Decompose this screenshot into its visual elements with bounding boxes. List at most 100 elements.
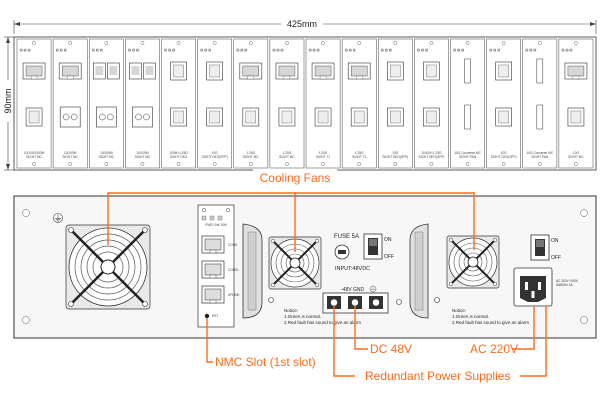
notice-line: 1.Green is normal.: [284, 314, 321, 319]
led-icon: [208, 48, 211, 52]
screw-icon: [538, 41, 542, 45]
dc-power-switch[interactable]: [363, 233, 383, 260]
led-icon: [344, 48, 348, 52]
screw-icon: [22, 209, 30, 217]
led-icon: [168, 48, 171, 52]
ac-power-inlet[interactable]: [513, 267, 553, 307]
screw-icon: [140, 41, 145, 45]
notice-ac: Notice: 1.Green is normal. 2.Red fault h…: [452, 308, 529, 325]
screw-icon: [104, 162, 109, 166]
dc-terminal-block[interactable]: [322, 292, 389, 314]
screw-icon: [574, 162, 578, 166]
screw-icon: [580, 316, 588, 324]
led-icon: [561, 48, 565, 52]
height-label: 90mm: [3, 88, 13, 113]
nmc-slot-card: PWR LNK 10M CONS CONSL UPLINK RST: [197, 204, 240, 328]
screw-icon: [249, 41, 253, 45]
led-icon: [276, 48, 280, 52]
led-icon: [425, 48, 428, 52]
screw-icon: [393, 162, 398, 166]
slot-opening-icon: [536, 104, 544, 130]
screw-icon: [396, 299, 402, 305]
cooling-fan-3: [446, 235, 500, 289]
callout-dc-48v: DC 48V: [370, 342, 412, 356]
input-label: INPUT:48VDC: [335, 266, 370, 272]
sc-port-icon: [96, 106, 117, 128]
sc-port-icon: [59, 106, 81, 128]
led-icon: [381, 48, 384, 52]
led-icon: [417, 48, 420, 52]
dc-off-label: OFF: [384, 254, 394, 260]
ac-off-label: OFF: [551, 255, 561, 261]
screw-icon: [357, 162, 361, 166]
led-icon: [493, 48, 496, 52]
notice-line: 2.Red fault has sound to give an alarm: [284, 320, 361, 325]
ground-symbol-icon: [53, 213, 63, 223]
rj45-port-consl: [201, 260, 225, 279]
ac-power-switch[interactable]: [530, 234, 550, 261]
screw-icon: [285, 41, 289, 45]
rj45-port-cons: [201, 235, 225, 254]
led-icon: [489, 48, 492, 52]
terminal-label: -48V GND: [341, 287, 364, 293]
screw-icon: [268, 297, 274, 303]
led-icon: [244, 48, 248, 52]
fuse-label: FUSE 5A: [334, 234, 359, 240]
screw-icon: [465, 41, 470, 45]
fuse-holder-icon: [334, 244, 350, 260]
led-icon: [172, 48, 175, 52]
callout-lines: [107, 192, 547, 377]
led-icon: [96, 48, 99, 52]
cooling-fan-2: [268, 236, 322, 290]
screw-icon: [212, 41, 217, 45]
screw-icon: [434, 297, 440, 303]
led-icon: [312, 48, 316, 52]
notice-title: Notice:: [452, 308, 466, 313]
screw-icon: [249, 162, 253, 166]
screw-icon: [104, 41, 109, 45]
left-handle: [242, 223, 263, 319]
height-dimension: 90mm: [2, 36, 14, 171]
ground-terminal-icon: [369, 285, 377, 293]
led-icon: [272, 48, 276, 52]
led-icon: [385, 48, 388, 52]
screw-icon: [357, 41, 361, 45]
width-label: 425mm: [287, 19, 317, 29]
led-icon: [316, 48, 320, 52]
led-icon: [132, 48, 135, 52]
screw-icon: [321, 41, 325, 45]
screw-icon: [140, 162, 145, 166]
right-handle: [409, 223, 429, 319]
slot-opening-icon: [536, 58, 544, 84]
callout-redundant-power: Redundant Power Supplies: [365, 369, 510, 383]
led-icon: [461, 48, 464, 52]
led-icon: [280, 48, 284, 52]
led-icon: [525, 48, 529, 52]
led-icon: [164, 48, 167, 52]
led-icon: [19, 48, 23, 52]
sc-port-icon: [132, 106, 153, 128]
led-icon: [497, 48, 500, 52]
screw-icon: [285, 162, 289, 166]
slot-opening-icon: [464, 58, 471, 84]
screw-icon: [574, 41, 578, 45]
rst-label: RST: [212, 314, 218, 318]
port-label-uplink: UPLINK: [228, 293, 240, 297]
